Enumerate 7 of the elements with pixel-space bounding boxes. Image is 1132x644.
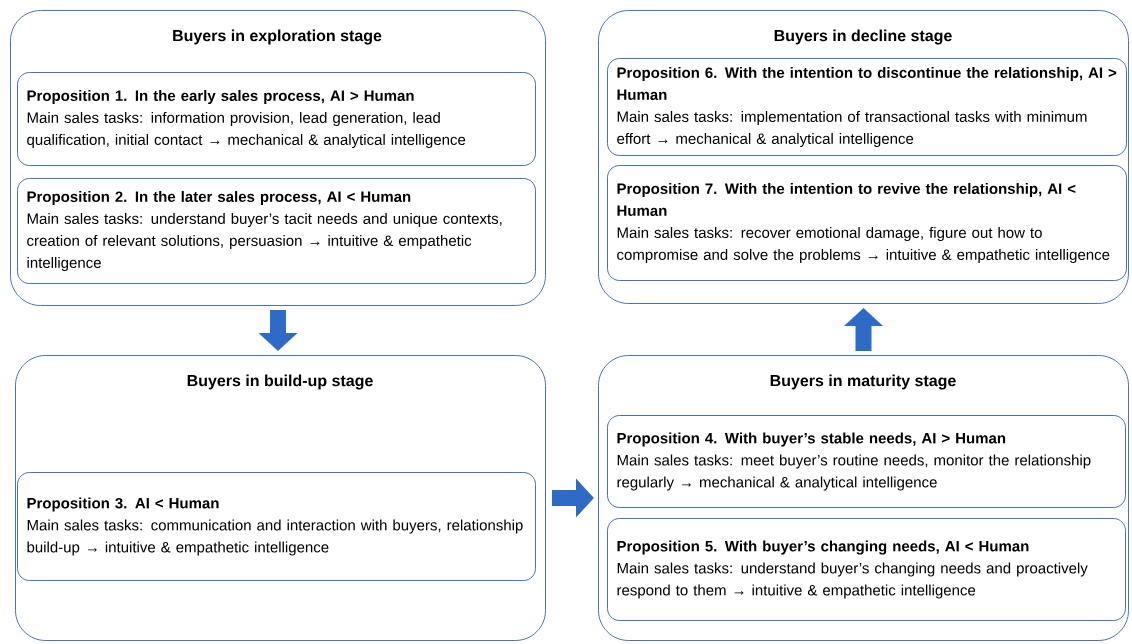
proposition-box: Proposition 4. With buyer’s stable needs, AI > Human Main sales tasks: meet buyer’s routine needs, monitor the relationship regularly → mechanical & analytical intelligence (607, 415, 1126, 508)
proposition-box: Proposition 1. In the early sales process, AI > Human Main sales tasks: information provision, lead generation, lead qualification, initial contact → mechanical & analytical intelligence (17, 72, 536, 166)
proposition-box: Proposition 6. With the intention to discontinue the relationship, AI > Human Main sales tasks: implementation of transactional tasks with minimum effort → mechanical & analytical intelligence (607, 58, 1127, 156)
proposition-box: Proposition 3. AI < Human Main sales tasks: communication and interaction with buyers, relationship build-up → intuitive & empathetic intelligence (17, 472, 536, 581)
proposition-box: Proposition 7. With the intention to revive the relationship, AI < Human Main sales tasks: recover emotional damage, figure out how to compromise and solve the problems → intuitive & empathetic intelligence (607, 165, 1127, 281)
proposition-box: Proposition 5. With buyer’s changing needs, AI < Human Main sales tasks: understand buyer’s changing needs and proactively respond to them → intuitive & empathetic intelligence (607, 518, 1126, 621)
proposition-box: Proposition 2. In the later sales process, AI < Human Main sales tasks: understand buyer’s tacit needs and unique contexts, creation of relevant solutions, persuasion → intuitive & empathetic intelligence (17, 178, 536, 284)
